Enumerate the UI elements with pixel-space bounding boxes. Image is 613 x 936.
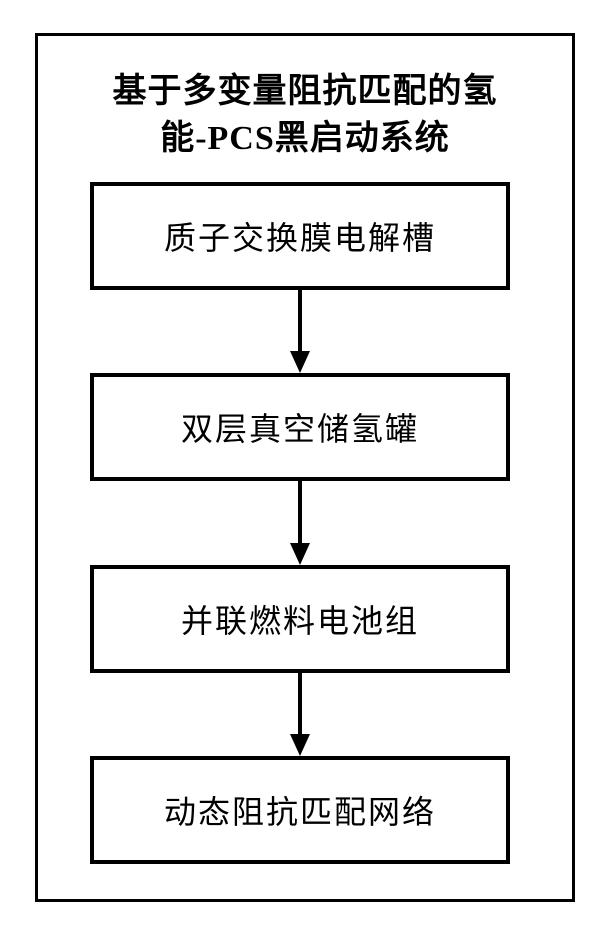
node-vacuum-hydrogen-tank: 双层真空储氢罐: [90, 373, 510, 481]
arrow-down-icon: [290, 734, 310, 756]
flow-arrow-3: [290, 673, 310, 756]
flow-arrow-2: [290, 481, 310, 565]
arrow-down-icon: [290, 543, 310, 565]
flow-arrow-1-line: [298, 290, 302, 351]
flow-arrow-1: [290, 290, 310, 373]
node-dynamic-impedance-matching-network: 动态阻抗匹配网络: [90, 756, 510, 864]
node-parallel-fuel-cell-stack-label: 并联燃料电池组: [180, 603, 419, 639]
diagram-title: 基于多变量阻抗匹配的氢 能-PCS黑启动系统: [35, 68, 575, 162]
node-parallel-fuel-cell-stack: 并联燃料电池组: [90, 565, 510, 673]
node-vacuum-hydrogen-tank-label: 双层真空储氢罐: [180, 411, 419, 447]
node-pem-electrolyzer-label: 质子交换膜电解槽: [163, 220, 436, 256]
diagram-title-line-2: 能-PCS黑启动系统: [160, 120, 450, 157]
node-dynamic-impedance-matching-network-label: 动态阻抗匹配网络: [163, 794, 436, 830]
flow-arrow-3-line: [298, 673, 302, 734]
diagram-title-line-1: 基于多变量阻抗匹配的氢: [112, 73, 498, 110]
node-pem-electrolyzer: 质子交换膜电解槽: [90, 182, 510, 290]
flow-arrow-2-line: [298, 481, 302, 543]
arrow-down-icon: [290, 351, 310, 373]
